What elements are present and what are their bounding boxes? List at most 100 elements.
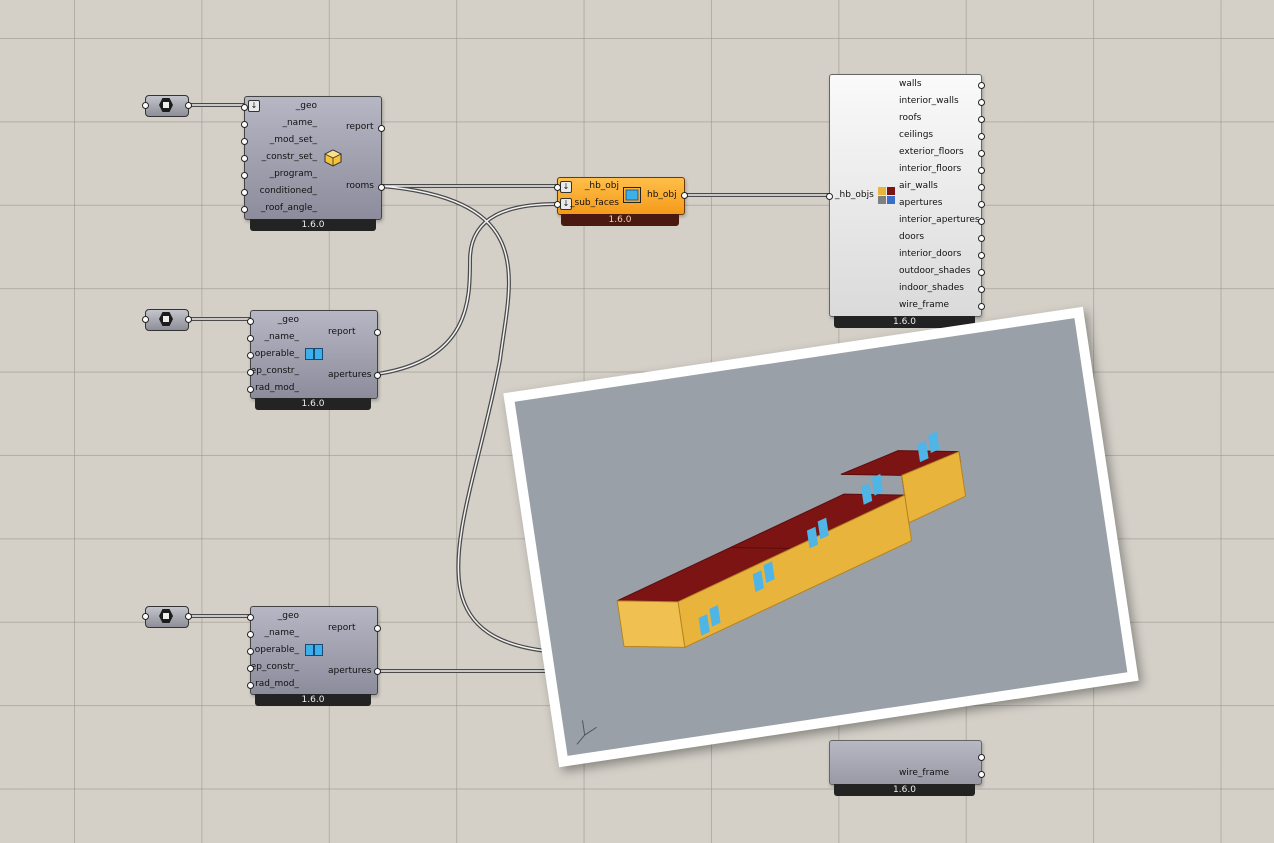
ap1-port-in-1[interactable] — [247, 335, 254, 342]
deconstruct-port-out-8[interactable] — [978, 218, 985, 225]
deconstruct-port-out-4[interactable] — [978, 150, 985, 157]
deconstruct-output-doors: doors — [899, 232, 925, 242]
room-port-in-2[interactable] — [241, 138, 248, 145]
param-input-port[interactable] — [142, 613, 149, 620]
deconstruct-output-exterior-floors: exterior_floors — [899, 147, 964, 157]
geometry-param-3[interactable] — [142, 606, 192, 628]
subface-input-hb-obj: _hb_obj — [584, 181, 619, 191]
ap2-port-in-2[interactable] — [247, 648, 254, 655]
deconstruct-port-out-2[interactable] — [978, 116, 985, 123]
deconstruct-port-out-9[interactable] — [978, 235, 985, 242]
subface-port-in-0[interactable] — [554, 184, 561, 191]
ap2-output-report: report — [328, 623, 356, 633]
subface-output-hb-obj: hb_obj — [647, 190, 677, 200]
room-input-conditioned: conditioned_ — [259, 186, 317, 196]
hidden-output-wire-frame: wire_frame — [899, 768, 950, 778]
deconstruct-port-in[interactable] — [826, 193, 833, 200]
wall-upper — [901, 450, 967, 524]
deconstruct-port-out-11[interactable] — [978, 269, 985, 276]
subface-port-out[interactable] — [681, 192, 688, 199]
hidden-deconstruct-component[interactable]: wire_frame — [829, 740, 985, 785]
ap1-input-name: _name_ — [264, 332, 299, 342]
room-port-in-0[interactable] — [241, 104, 248, 111]
add-subface-component[interactable]: ↓ ↓ _hb_obj _sub_faces hb_obj — [554, 177, 688, 215]
hidden-deconstruct-version: 1.6.0 — [834, 784, 975, 796]
deconstruct-output-roofs: roofs — [899, 113, 922, 123]
viewport-snapshot — [503, 306, 1139, 768]
ap2-port-in-4[interactable] — [247, 682, 254, 689]
room-port-in-6[interactable] — [241, 206, 248, 213]
ap1-port-in-3[interactable] — [247, 369, 254, 376]
deconstruct-output-indoor-shades: indoor_shades — [899, 283, 964, 293]
room-component[interactable]: ↓ _geo _name_ _mod_set_ _constr_set_ _pr… — [241, 96, 385, 220]
room-port-in-4[interactable] — [241, 172, 248, 179]
geometry-param-icon — [159, 312, 173, 326]
deconstruct-port-out-1[interactable] — [978, 99, 985, 106]
honeybee-deconstruct-icon — [878, 187, 895, 204]
axis-gizmo-icon — [576, 720, 597, 745]
ap2-port-out-report[interactable] — [374, 625, 381, 632]
deconstruct-port-out-5[interactable] — [978, 167, 985, 174]
room-port-out-report[interactable] — [378, 125, 385, 132]
rhino-viewport — [514, 318, 1128, 756]
subface-port-in-1[interactable] — [554, 201, 561, 208]
ap1-input-operable: operable_ — [254, 349, 299, 359]
ap2-port-out-apertures[interactable] — [374, 668, 381, 675]
deconstruct-output-ceilings: ceilings — [899, 130, 934, 140]
room-port-in-5[interactable] — [241, 189, 248, 196]
window — [709, 604, 721, 627]
hidden-port-out-1[interactable] — [978, 771, 985, 778]
deconstruct-port-out-7[interactable] — [978, 201, 985, 208]
geometry-param-2[interactable] — [142, 309, 192, 331]
ap1-output-apertures: apertures — [328, 370, 372, 380]
deconstruct-port-out-13[interactable] — [978, 303, 985, 310]
ap1-port-out-report[interactable] — [374, 329, 381, 336]
ap2-input-operable: operable_ — [254, 645, 299, 655]
room-port-in-1[interactable] — [241, 121, 248, 128]
deconstruct-port-out-3[interactable] — [978, 133, 985, 140]
room-version: 1.6.0 — [250, 219, 376, 231]
window — [817, 517, 829, 540]
window — [763, 561, 775, 583]
deconstruct-port-out-10[interactable] — [978, 252, 985, 259]
room-port-out-rooms[interactable] — [378, 184, 385, 191]
ap1-port-in-2[interactable] — [247, 352, 254, 359]
param-output-port[interactable] — [185, 102, 192, 109]
deconstruct-component[interactable]: _hb_objs walls interior_walls roofs ceil… — [826, 74, 985, 317]
param-output-port[interactable] — [185, 613, 192, 620]
param-input-port[interactable] — [142, 316, 149, 323]
param-output-port[interactable] — [185, 316, 192, 323]
ap2-port-in-0[interactable] — [247, 614, 254, 621]
down-arrow-icon[interactable]: ↓ — [248, 100, 260, 112]
wire-apertures1-to-subfaces — [375, 202, 559, 376]
ap2-port-in-1[interactable] — [247, 631, 254, 638]
honeybee-aperture-icon — [305, 348, 323, 360]
ap2-input-name: _name_ — [264, 628, 299, 638]
ap1-port-in-0[interactable] — [247, 318, 254, 325]
honeybee-room-icon — [324, 149, 342, 167]
room-output-rooms: rooms — [346, 181, 374, 191]
aperture-component-1[interactable]: _geo _name_ operable_ ep_constr_ rad_mod… — [247, 310, 381, 399]
ap1-port-in-4[interactable] — [247, 386, 254, 393]
deconstruct-port-out-0[interactable] — [978, 82, 985, 89]
ap2-input-geo: _geo — [277, 611, 299, 621]
ap1-input-geo: _geo — [277, 315, 299, 325]
room-port-in-3[interactable] — [241, 155, 248, 162]
aperture-component-2[interactable]: _geo _name_ operable_ ep_constr_ rad_mod… — [247, 606, 381, 695]
deconstruct-output-interior-doors: interior_doors — [899, 249, 962, 259]
param-input-port[interactable] — [142, 102, 149, 109]
deconstruct-output-wire-frame: wire_frame — [899, 300, 950, 310]
deconstruct-output-air-walls: air_walls — [899, 181, 938, 191]
hidden-port-out-0[interactable] — [978, 754, 985, 761]
window — [861, 483, 873, 505]
ap2-port-in-3[interactable] — [247, 665, 254, 672]
geometry-param-1[interactable] — [142, 95, 192, 117]
deconstruct-input-hb-objs: _hb_objs — [835, 190, 874, 200]
down-arrow-icon[interactable]: ↓ — [560, 181, 572, 193]
ap2-input-rad-mod: rad_mod_ — [255, 679, 299, 689]
aperture-1-version: 1.6.0 — [255, 398, 371, 410]
ap1-port-out-apertures[interactable] — [374, 372, 381, 379]
deconstruct-port-out-6[interactable] — [978, 184, 985, 191]
deconstruct-port-out-12[interactable] — [978, 286, 985, 293]
